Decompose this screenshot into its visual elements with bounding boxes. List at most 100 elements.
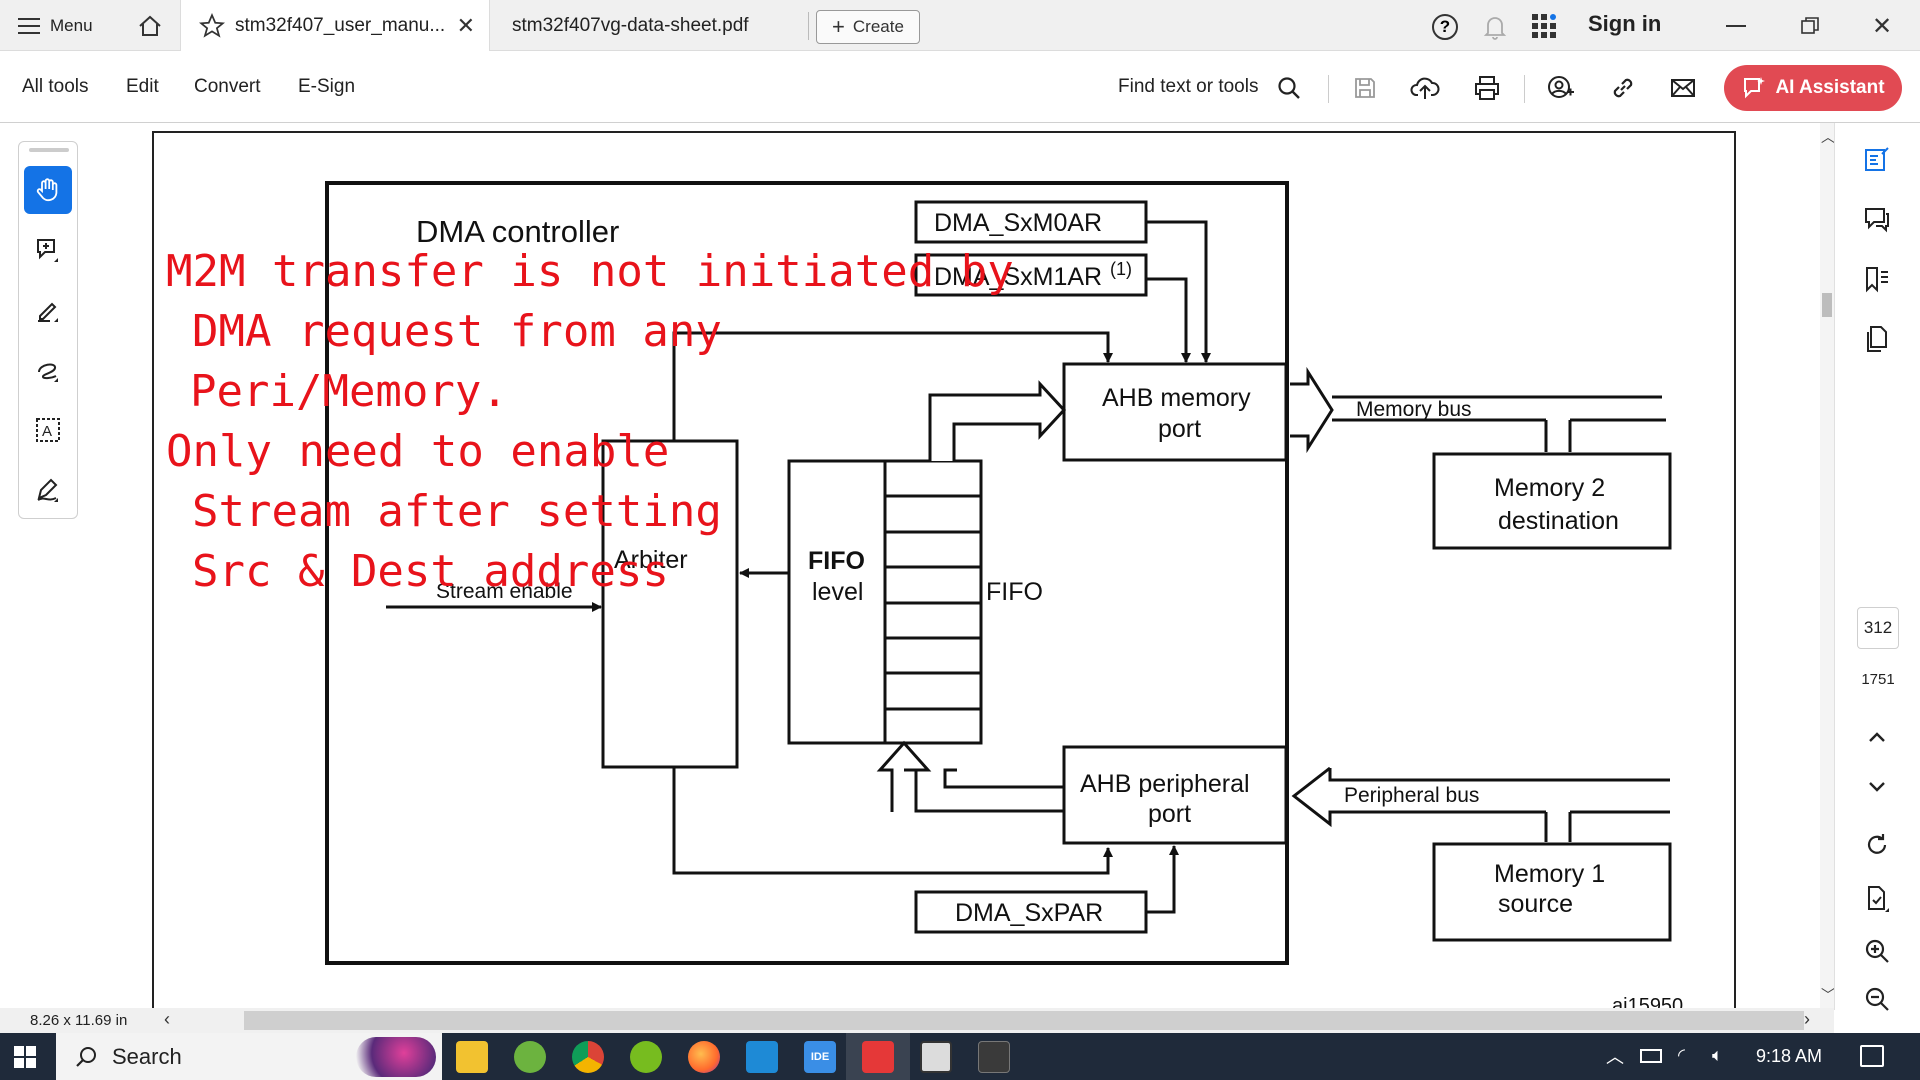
firefox-icon[interactable] bbox=[688, 1041, 720, 1073]
horizontal-scroll-thumb[interactable] bbox=[244, 1011, 1804, 1030]
draw-tool-button[interactable] bbox=[24, 346, 72, 394]
sign-in-button[interactable]: Sign in bbox=[1588, 11, 1662, 36]
sign-tool-button[interactable] bbox=[24, 466, 72, 514]
hand-tool-button[interactable] bbox=[24, 166, 72, 214]
console-icon[interactable] bbox=[978, 1041, 1010, 1073]
tab-bar: Menu stm32f407_user_manu... ✕ stm32f407v… bbox=[0, 0, 1920, 51]
scroll-down-icon[interactable]: ﹀ bbox=[1821, 987, 1835, 1003]
stm32cubeide-icon[interactable]: IDE bbox=[804, 1041, 836, 1073]
comments-icon[interactable] bbox=[1857, 199, 1897, 239]
m0ar-to-memory-port-line bbox=[1146, 220, 1211, 363]
menu-esign[interactable]: E-Sign bbox=[298, 76, 356, 97]
taskbar-search-box[interactable]: Search bbox=[56, 1033, 442, 1080]
mail-icon[interactable] bbox=[1666, 71, 1700, 105]
hamburger-icon bbox=[18, 18, 40, 34]
memory2-destination-box bbox=[1432, 452, 1672, 550]
vertical-scrollbar[interactable]: ︿ ﹀ bbox=[1820, 123, 1835, 1010]
memory-bus-label: Memory bus bbox=[1356, 398, 1472, 421]
terminal-icon[interactable] bbox=[920, 1041, 952, 1073]
zoom-out-icon[interactable] bbox=[1857, 979, 1897, 1019]
annotation-line-3: Peri/Memory. bbox=[190, 366, 508, 417]
tab-data-sheet[interactable]: stm32f407vg-data-sheet.pdf bbox=[512, 0, 802, 51]
current-page-number: 312 bbox=[1863, 618, 1893, 637]
annotation-line-5: Stream after setting bbox=[192, 486, 722, 537]
help-icon[interactable]: ? bbox=[1432, 14, 1458, 40]
status-bar: 8.26 x 11.69 in ‹ › bbox=[0, 1008, 1834, 1033]
tab-user-manual[interactable]: stm32f407_user_manu... ✕ bbox=[180, 0, 490, 51]
close-tab-icon[interactable]: ✕ bbox=[456, 12, 475, 38]
chevron-up-icon[interactable]: ︿ bbox=[1606, 1047, 1624, 1067]
next-page-icon[interactable] bbox=[1857, 767, 1897, 807]
ai-assistant-icon bbox=[1744, 77, 1766, 99]
memory2-label-line2: destination bbox=[1498, 507, 1619, 535]
search-icon bbox=[76, 1046, 96, 1067]
battery-icon[interactable] bbox=[1640, 1049, 1662, 1063]
menu-button[interactable]: Menu bbox=[18, 12, 93, 40]
current-page-box[interactable]: 312 bbox=[1857, 607, 1899, 649]
peripheral-bus-arrow bbox=[1291, 766, 1670, 828]
home-icon[interactable] bbox=[136, 12, 164, 40]
save-icon[interactable] bbox=[1348, 71, 1382, 105]
share-user-icon[interactable] bbox=[1544, 71, 1578, 105]
zoom-in-icon[interactable] bbox=[1857, 931, 1897, 971]
dma-sxpar-register bbox=[914, 890, 1148, 934]
annotation-line-1: M2M transfer is not initiated by bbox=[166, 246, 1014, 297]
toolbar-divider bbox=[1328, 75, 1329, 103]
volume-icon[interactable]: 🔈︎ bbox=[1712, 1045, 1723, 1065]
annotation-line-2: DMA request from any bbox=[192, 306, 722, 357]
scroll-right-icon[interactable]: › bbox=[1804, 1009, 1810, 1029]
active-app-indicator bbox=[846, 1033, 910, 1080]
scroll-left-icon[interactable]: ‹ bbox=[164, 1009, 170, 1029]
document-viewport[interactable]: DMA controller DMA_SxM0AR DMA_SxM1AR (1)… bbox=[0, 123, 1834, 1010]
file-explorer-icon[interactable] bbox=[456, 1041, 488, 1073]
dma-sxm0ar-register bbox=[914, 200, 1148, 244]
fifo-to-memory-port-arrow bbox=[928, 380, 1067, 461]
minimize-icon[interactable] bbox=[1716, 6, 1756, 46]
dma-sxpar-label: DMA_SxPAR bbox=[955, 899, 1103, 927]
menu-convert[interactable]: Convert bbox=[194, 76, 261, 97]
memory-bus-arrow bbox=[1290, 366, 1334, 454]
add-comment-icon bbox=[37, 239, 58, 262]
close-window-icon[interactable]: ✕ bbox=[1871, 12, 1893, 40]
star-icon[interactable] bbox=[199, 12, 225, 39]
edit-pdf-icon[interactable] bbox=[1857, 139, 1897, 179]
text-tool-button[interactable]: A bbox=[24, 406, 72, 454]
chrome-icon[interactable] bbox=[572, 1041, 604, 1073]
previous-page-icon[interactable] bbox=[1857, 717, 1897, 757]
create-button[interactable]: + Create bbox=[816, 10, 920, 44]
menu-all-tools[interactable]: All tools bbox=[22, 76, 89, 97]
search-icon[interactable] bbox=[1272, 71, 1306, 105]
clock[interactable]: 9:18 AM bbox=[1756, 1046, 1823, 1066]
vscode-icon[interactable] bbox=[746, 1041, 778, 1073]
scroll-thumb[interactable] bbox=[1822, 293, 1832, 317]
upload-cloud-icon[interactable] bbox=[1408, 71, 1442, 105]
apps-grid-icon[interactable] bbox=[1532, 14, 1556, 38]
dma-sxm1ar-note: (1) bbox=[1110, 259, 1132, 279]
bell-icon[interactable] bbox=[1482, 13, 1508, 46]
dma-sxm1ar-register bbox=[914, 253, 1148, 297]
rotate-icon[interactable] bbox=[1857, 825, 1897, 865]
fifo-level-label-line1: FIFO bbox=[808, 547, 865, 575]
ahb-peripheral-port-line1: AHB peripheral bbox=[1080, 770, 1250, 798]
page-export-icon[interactable] bbox=[1857, 879, 1897, 919]
spring-boot-icon[interactable] bbox=[630, 1041, 662, 1073]
wifi-icon[interactable]: ◜ bbox=[1678, 1045, 1685, 1065]
highlight-tool-button[interactable] bbox=[24, 286, 72, 334]
scroll-up-icon[interactable]: ︿ bbox=[1821, 129, 1835, 145]
menu-edit[interactable]: Edit bbox=[126, 76, 159, 97]
spring-tool-icon[interactable] bbox=[514, 1041, 546, 1073]
peripheral-port-to-fifo-arrow bbox=[943, 768, 1064, 789]
bookmarks-icon[interactable] bbox=[1857, 259, 1897, 299]
create-label: Create bbox=[852, 17, 904, 36]
windows-start-icon[interactable] bbox=[14, 1046, 36, 1068]
print-icon[interactable] bbox=[1470, 71, 1504, 105]
notifications-icon[interactable] bbox=[1860, 1045, 1884, 1067]
acrobat-icon[interactable] bbox=[862, 1041, 894, 1073]
pages-icon[interactable] bbox=[1857, 319, 1897, 359]
comment-tool-button[interactable] bbox=[24, 226, 72, 274]
restore-icon[interactable] bbox=[1790, 6, 1830, 46]
link-icon[interactable] bbox=[1606, 71, 1640, 105]
m1ar-to-memory-port-line bbox=[1146, 277, 1191, 363]
find-text-button[interactable]: Find text or tools bbox=[1118, 76, 1259, 97]
ai-assistant-button[interactable]: AI Assistant bbox=[1724, 65, 1902, 111]
